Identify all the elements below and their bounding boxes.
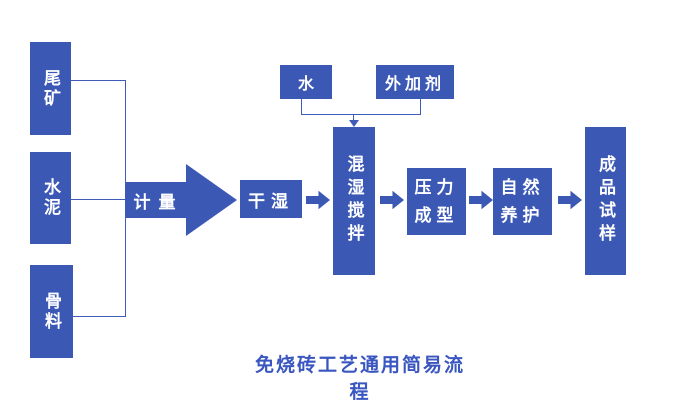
node-natural-curing: 自然 养护 xyxy=(493,168,552,235)
arrow-press-to-curing-icon xyxy=(469,190,493,210)
metering-arrow-label: 计量 xyxy=(133,192,184,212)
node-cement-label: 水泥 xyxy=(41,178,60,218)
node-press-forming: 压力 成型 xyxy=(407,168,466,235)
connector-aggregate-line xyxy=(73,316,126,317)
arrow-mixing-to-press-icon xyxy=(380,190,404,210)
node-tailings: 尾矿 xyxy=(30,42,71,135)
connector-down-stem-line xyxy=(353,114,354,122)
node-drywet-label: 干湿 xyxy=(248,191,294,211)
node-wet-mixing-label: 混湿搅拌 xyxy=(344,155,364,247)
node-drywet: 干湿 xyxy=(240,180,302,218)
node-admixture-label: 外加剂 xyxy=(384,76,445,93)
node-water: 水 xyxy=(280,65,332,99)
connector-cement-line xyxy=(71,199,125,200)
node-tailings-label: 尾矿 xyxy=(41,68,60,109)
connector-admixture-line xyxy=(420,99,421,114)
metering-arrow: 计量 xyxy=(125,182,186,218)
node-product-sample-label: 成品试样 xyxy=(596,155,615,247)
node-aggregate: 骨料 xyxy=(30,265,73,358)
connector-top-merge-line xyxy=(301,114,421,115)
metering-arrow-head-icon xyxy=(186,164,237,236)
diagram-title: 免烧砖工艺通用简易流程 xyxy=(254,355,465,400)
node-press-forming-label-line1: 压力 xyxy=(414,177,459,197)
node-press-forming-label-line2: 成型 xyxy=(414,205,459,225)
node-aggregate-label: 骨料 xyxy=(42,291,61,332)
node-admixture: 外加剂 xyxy=(376,65,454,99)
arrow-drywet-to-mixing-icon xyxy=(306,190,330,210)
node-cement: 水泥 xyxy=(30,152,71,244)
node-water-label: 水 xyxy=(297,76,314,93)
arrow-curing-to-sample-icon xyxy=(558,190,582,210)
node-product-sample: 成品试样 xyxy=(585,127,626,275)
connector-tailings-line xyxy=(71,80,125,81)
node-natural-curing-label-line2: 养护 xyxy=(500,205,545,225)
connector-water-line xyxy=(301,99,302,114)
node-wet-mixing: 混湿搅拌 xyxy=(333,127,375,275)
down-arrowhead-icon xyxy=(349,120,359,127)
node-natural-curing-label-line1: 自然 xyxy=(500,177,545,197)
